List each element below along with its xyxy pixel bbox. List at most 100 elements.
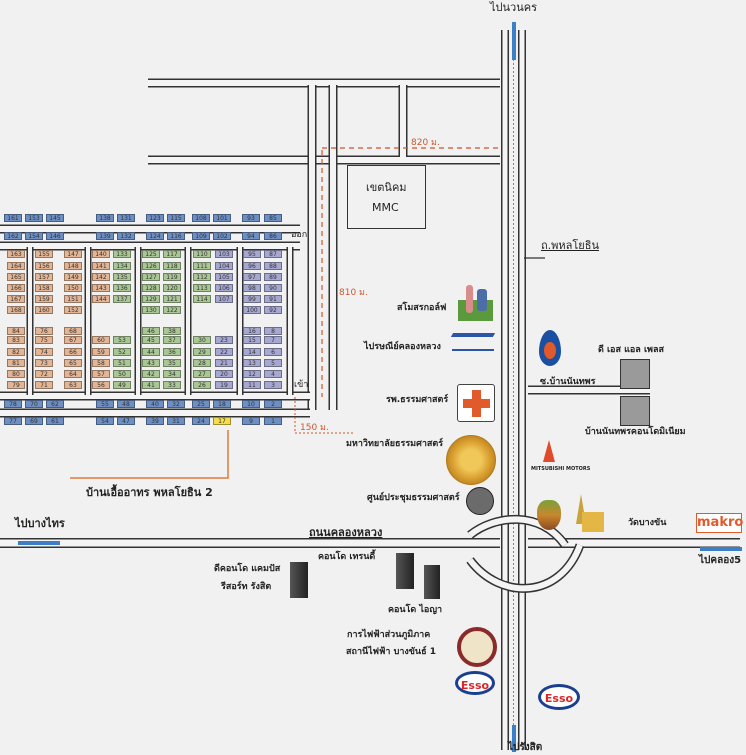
plot-94[interactable]: 94 (242, 232, 260, 240)
plot-132[interactable]: 132 (117, 232, 135, 240)
plot-140[interactable]: 140 (92, 250, 110, 258)
plot-73[interactable]: 73 (35, 359, 53, 367)
plot-57[interactable]: 57 (92, 370, 110, 378)
plot-46[interactable]: 46 (142, 327, 160, 335)
plot-28[interactable]: 28 (193, 359, 211, 367)
plot-87[interactable]: 87 (264, 250, 282, 258)
plot-10[interactable]: 10 (242, 400, 260, 408)
plot-126[interactable]: 126 (142, 262, 160, 270)
plot-135[interactable]: 135 (113, 273, 131, 281)
plot-27[interactable]: 27 (193, 370, 211, 378)
plot-71[interactable]: 71 (35, 381, 53, 389)
plot-20[interactable]: 20 (215, 370, 233, 378)
plot-1[interactable]: 1 (264, 417, 282, 425)
plot-34[interactable]: 34 (163, 370, 181, 378)
plot-130[interactable]: 130 (142, 306, 160, 314)
plot-95[interactable]: 95 (243, 250, 261, 258)
plot-123[interactable]: 123 (146, 214, 164, 222)
plot-99[interactable]: 99 (243, 295, 261, 303)
plot-79[interactable]: 79 (7, 381, 25, 389)
plot-122[interactable]: 122 (163, 306, 181, 314)
plot-161[interactable]: 161 (4, 214, 22, 222)
plot-119[interactable]: 119 (163, 273, 181, 281)
plot-64[interactable]: 64 (64, 370, 82, 378)
plot-13[interactable]: 13 (243, 359, 261, 367)
plot-148[interactable]: 148 (64, 262, 82, 270)
plot-100[interactable]: 100 (243, 306, 261, 314)
plot-142[interactable]: 142 (92, 273, 110, 281)
plot-105[interactable]: 105 (215, 273, 233, 281)
plot-59[interactable]: 59 (92, 348, 110, 356)
plot-51[interactable]: 51 (113, 359, 131, 367)
plot-62[interactable]: 62 (46, 400, 64, 408)
plot-110[interactable]: 110 (193, 250, 211, 258)
plot-108[interactable]: 108 (192, 214, 210, 222)
plot-120[interactable]: 120 (163, 284, 181, 292)
plot-16[interactable]: 16 (243, 327, 261, 335)
plot-91[interactable]: 91 (264, 295, 282, 303)
plot-117[interactable]: 117 (163, 250, 181, 258)
plot-114[interactable]: 114 (193, 295, 211, 303)
plot-61[interactable]: 61 (46, 417, 64, 425)
plot-146[interactable]: 146 (46, 232, 64, 240)
plot-137[interactable]: 137 (113, 295, 131, 303)
plot-149[interactable]: 149 (64, 273, 82, 281)
plot-32[interactable]: 32 (167, 400, 185, 408)
plot-138[interactable]: 138 (96, 214, 114, 222)
plot-102[interactable]: 102 (213, 232, 231, 240)
plot-116[interactable]: 116 (167, 232, 185, 240)
plot-143[interactable]: 143 (92, 284, 110, 292)
plot-3[interactable]: 3 (264, 381, 282, 389)
plot-93[interactable]: 93 (242, 214, 260, 222)
plot-45[interactable]: 45 (142, 336, 160, 344)
plot-56[interactable]: 56 (92, 381, 110, 389)
plot-85[interactable]: 85 (264, 214, 282, 222)
plot-115[interactable]: 115 (167, 214, 185, 222)
plot-8[interactable]: 8 (264, 327, 282, 335)
plot-39[interactable]: 39 (146, 417, 164, 425)
plot-145[interactable]: 145 (46, 214, 64, 222)
plot-83[interactable]: 83 (7, 336, 25, 344)
plot-125[interactable]: 125 (142, 250, 160, 258)
plot-160[interactable]: 160 (35, 306, 53, 314)
plot-113[interactable]: 113 (193, 284, 211, 292)
plot-48[interactable]: 48 (117, 400, 135, 408)
plot-134[interactable]: 134 (113, 262, 131, 270)
plot-155[interactable]: 155 (35, 250, 53, 258)
plot-74[interactable]: 74 (35, 348, 53, 356)
plot-156[interactable]: 156 (35, 262, 53, 270)
plot-30[interactable]: 30 (193, 336, 211, 344)
plot-37[interactable]: 37 (163, 336, 181, 344)
plot-54[interactable]: 54 (96, 417, 114, 425)
plot-166[interactable]: 166 (7, 284, 25, 292)
plot-25[interactable]: 25 (192, 400, 210, 408)
plot-159[interactable]: 159 (35, 295, 53, 303)
plot-5[interactable]: 5 (264, 359, 282, 367)
plot-81[interactable]: 81 (7, 359, 25, 367)
plot-4[interactable]: 4 (264, 370, 282, 378)
plot-92[interactable]: 92 (264, 306, 282, 314)
plot-131[interactable]: 131 (117, 214, 135, 222)
plot-38[interactable]: 38 (163, 327, 181, 335)
plot-44[interactable]: 44 (142, 348, 160, 356)
plot-58[interactable]: 58 (92, 359, 110, 367)
plot-11[interactable]: 11 (243, 381, 261, 389)
plot-90[interactable]: 90 (264, 284, 282, 292)
plot-107[interactable]: 107 (215, 295, 233, 303)
plot-50[interactable]: 50 (113, 370, 131, 378)
plot-127[interactable]: 127 (142, 273, 160, 281)
plot-42[interactable]: 42 (142, 370, 160, 378)
plot-70[interactable]: 70 (25, 400, 43, 408)
plot-68[interactable]: 68 (64, 327, 82, 335)
plot-36[interactable]: 36 (163, 348, 181, 356)
plot-26[interactable]: 26 (193, 381, 211, 389)
plot-17[interactable]: 17 (213, 417, 231, 425)
plot-168[interactable]: 168 (7, 306, 25, 314)
plot-133[interactable]: 133 (113, 250, 131, 258)
plot-144[interactable]: 144 (92, 295, 110, 303)
plot-136[interactable]: 136 (113, 284, 131, 292)
plot-65[interactable]: 65 (64, 359, 82, 367)
plot-7[interactable]: 7 (264, 336, 282, 344)
plot-97[interactable]: 97 (243, 273, 261, 281)
plot-152[interactable]: 152 (64, 306, 82, 314)
